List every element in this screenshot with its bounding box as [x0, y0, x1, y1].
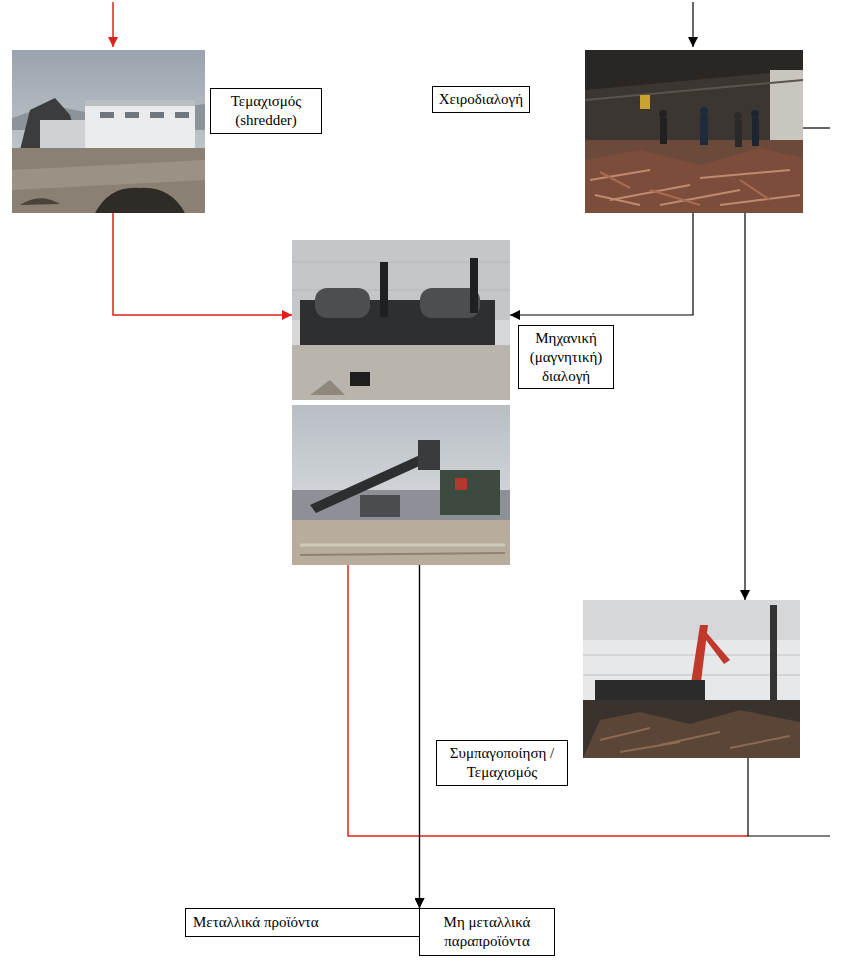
conveyor-photo-part	[300, 553, 505, 555]
conveyor-photo-part	[418, 440, 440, 470]
hand-sorting-photo-part	[590, 170, 800, 205]
shredder-photo-part	[125, 112, 139, 118]
magnetic-sorting-photo	[292, 240, 510, 400]
hand-sorting-photo-part	[660, 118, 667, 144]
conveyor-photo-part	[440, 470, 500, 515]
shredder-photo-part	[12, 148, 205, 213]
flow-lines-part	[803, 127, 830, 128]
compaction-photo-part	[583, 600, 800, 758]
shredder-photo-part	[150, 112, 164, 118]
hand-sorting-photo-part	[585, 140, 803, 213]
output-label: Μεταλλικά προϊόντα	[186, 909, 419, 936]
hand-sorting-photo-part	[752, 118, 759, 146]
stage-label: Συμπαγοποίηση / Τεμαχισμός	[436, 740, 568, 786]
hand-sorting-photo-part	[585, 148, 803, 213]
shredder-photo-part	[12, 50, 205, 213]
compaction-photo-part	[583, 675, 800, 676]
conveyor-photo-part	[300, 544, 505, 547]
photo-frame: Μηχανική (μαγνητική) διαλογή	[292, 240, 510, 565]
shredder-photo-part	[20, 198, 60, 205]
flow-arrow	[744, 213, 745, 600]
flow-lines	[113, 2, 830, 836]
stage-label: Χειροδιαλογή	[432, 86, 530, 113]
stage-label: Τεμαχισμός (shredder)	[210, 88, 322, 134]
magnetic-sorting-photo-part	[380, 262, 388, 317]
shredder-photo-part	[12, 160, 205, 190]
magnetic-sorting-photo-part	[350, 372, 370, 386]
hand-sorting-photo-part	[585, 50, 803, 213]
compaction-photo-part	[583, 655, 800, 656]
compaction-photo-part	[700, 625, 730, 664]
flow-arrow	[419, 565, 420, 908]
hand-sorting-photo	[585, 50, 803, 213]
magnetic-sorting-photo-part	[310, 380, 345, 395]
hand-sorting-photo-part	[700, 107, 708, 115]
shredder-photo-part	[95, 188, 185, 213]
shredder-photo-part	[85, 100, 195, 148]
compaction-photo-part	[583, 710, 800, 758]
flow-lines-part	[348, 565, 748, 836]
output-box: Μη μεταλλικά παραπροϊόντα	[419, 908, 555, 956]
conveyor-photo-part	[292, 405, 510, 565]
flow-arrow	[113, 213, 292, 315]
compaction-photo-part	[583, 700, 800, 758]
shredder-photo-part	[85, 100, 195, 106]
conveyor-photo-part	[360, 495, 400, 517]
hand-sorting-photo-part	[600, 172, 770, 205]
conveyor-photo-part	[455, 478, 467, 490]
magnetic-sorting-photo-part	[292, 240, 510, 400]
hand-sorting-photo-part	[585, 80, 803, 100]
compaction-photo-part	[770, 605, 777, 700]
magnetic-sorting-photo-part	[470, 258, 478, 313]
flow-arrow	[419, 565, 420, 908]
hand-sorting-photo-part	[659, 110, 667, 118]
compaction-photo-part	[600, 728, 790, 752]
conveyor-photo	[292, 405, 510, 565]
shredder-photo-part	[175, 112, 189, 118]
flow-lines-part	[112, 2, 114, 47]
flow-lines-part	[692, 2, 693, 47]
hand-sorting-photo-part	[700, 115, 708, 145]
shredder-photo	[12, 50, 205, 213]
output-label: Μη μεταλλικά παραπροϊόντα	[420, 909, 554, 955]
hand-sorting-photo-part	[751, 110, 759, 118]
photo-frame: Συμπαγοποίηση / Τεμαχισμός	[583, 600, 800, 758]
flow-lines-part	[748, 758, 830, 836]
compaction-photo	[583, 600, 800, 758]
output-box: Μεταλλικά προϊόντα	[185, 908, 420, 937]
flow-arrow	[510, 213, 693, 315]
photo-frame: Τεμαχισμός (shredder)	[12, 50, 205, 213]
hand-sorting-photo-part	[640, 95, 650, 109]
shredder-photo-part	[100, 112, 114, 118]
magnetic-sorting-photo-part	[292, 345, 510, 400]
photo-frame: Χειροδιαλογή	[585, 50, 803, 213]
stage-label: Μηχανική (μαγνητική) διαλογή	[518, 325, 614, 389]
hand-sorting-photo-part	[734, 112, 742, 120]
magnetic-sorting-photo-part	[315, 288, 370, 318]
conveyor-photo-part	[292, 520, 510, 565]
shredder-photo-part	[40, 120, 85, 152]
hand-sorting-photo-part	[735, 120, 742, 147]
